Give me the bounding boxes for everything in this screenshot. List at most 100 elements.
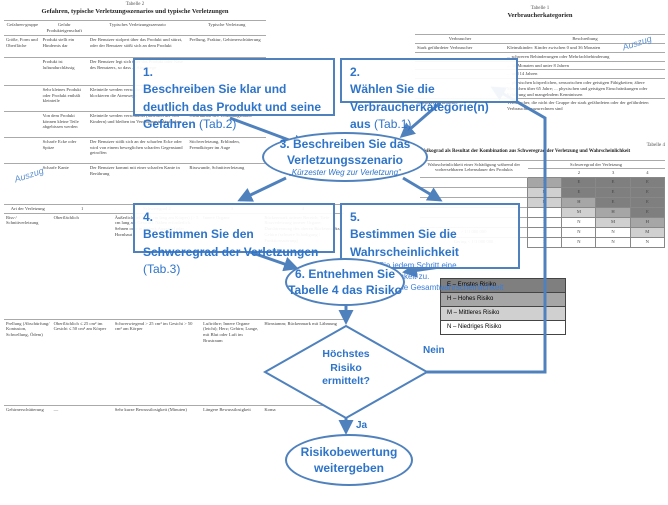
risk-cell: N xyxy=(527,206,563,218)
final-line-1: Risikobewertung xyxy=(300,444,398,459)
legend-medium-risk: M – Mittleres Risiko xyxy=(441,307,565,321)
table-cell: Oberflächlich xyxy=(51,212,113,320)
table-cell: Stichverletzung, Erblinden, Fremdkörper … xyxy=(187,136,266,164)
step-6-ellipse: 6. Entnehmen Sie Tabelle 4 das Risiko xyxy=(285,258,405,306)
table-cell: ... 36 Monaten und unter 8 Jahren xyxy=(505,60,665,70)
risk-cell: E xyxy=(561,186,597,198)
step-5-number: 5. xyxy=(350,210,361,224)
table-header-cell: Wahrscheinlichkeit einer Schädigung währ… xyxy=(420,159,528,178)
step-1-box: 1. Beschreiben Sie klar und deutlich das… xyxy=(133,58,335,131)
risk-cell: H xyxy=(595,206,631,218)
risk-cell: M xyxy=(595,216,631,228)
table-cell: Der Benutzer stolpert über das Produkt u… xyxy=(87,34,188,58)
step-5-text: Bestimmen Sie die Wahrscheinlichkeit xyxy=(350,227,459,259)
table2-title: Gefahren, typische Verletzungsszenarios … xyxy=(41,8,229,16)
decision-line-3: ermittelt? xyxy=(322,375,370,388)
decision-text: Höchstes Risiko ermittelt? xyxy=(296,348,396,389)
table-cell: Sehr kurze Bewusstlosigkeit (Minuten) xyxy=(112,404,202,414)
step-1-ref: (Tab.2) xyxy=(199,117,237,132)
risk-cell: E xyxy=(595,196,631,208)
risk-cell: M xyxy=(629,226,666,238)
table-header-cell: Verbraucher xyxy=(415,34,505,44)
table-cell: Prellung, Fraktur, Gehirnerschütterung xyxy=(187,34,266,58)
table-cell: Produkt ist luftundurchlässig xyxy=(40,56,88,86)
table1-title: Verbraucherkategorien xyxy=(507,12,573,20)
step-3-title: 3. Beschreiben Sie das Verletzungsszenar… xyxy=(279,136,411,167)
risk-cell: E xyxy=(595,176,631,188)
table-header-cell: Schweregrad der Verletzung xyxy=(527,159,665,169)
risk-cell: E xyxy=(629,176,666,188)
risk-cell: N xyxy=(527,226,563,238)
probability-cell xyxy=(420,176,528,188)
table-cell xyxy=(415,51,505,62)
table4-caption: Tabelle 4 xyxy=(646,143,665,148)
risk-cell: M xyxy=(527,186,563,198)
step-1-label: Beschreiben Sie klar und deutlich das Pr… xyxy=(143,82,322,132)
risk-cell: E xyxy=(629,186,666,198)
step-2-label: Wählen Sie die Verbraucherkategorie(n) a… xyxy=(350,82,489,132)
table-cell xyxy=(4,162,41,178)
risk-cell: H xyxy=(561,196,597,208)
severity-level: 3 xyxy=(595,168,631,178)
risk-cell: N xyxy=(561,226,597,238)
risk-cell: E xyxy=(629,206,666,218)
risk-cell: H xyxy=(527,176,563,188)
table-row: Stark gefährdeter Verbraucher Kleinstkin… xyxy=(415,43,665,53)
table-cell: Luftröhre; Innere Organe (leicht); Herz;… xyxy=(201,318,263,406)
table-cell: Kleinstkinder: Kinder zwischen 0 und 36 … xyxy=(505,43,665,53)
step-4-number: 4. xyxy=(143,210,154,224)
risk-cell: E xyxy=(629,196,666,208)
step-2-text: Wählen Sie die Verbraucherkategorie(n) a… xyxy=(350,81,508,133)
step-1-number: 1. xyxy=(143,65,154,79)
step-4-label: Bestimmen Sie den Schweregrad der Verlet… xyxy=(143,227,319,259)
decision-line-2: Risiko xyxy=(330,361,362,374)
risk-cell: H xyxy=(629,216,666,228)
risk-cell: N xyxy=(561,236,597,248)
table-header-row: Wahrscheinlichkeit einer Schädigung währ… xyxy=(420,159,665,178)
table-cell xyxy=(4,84,41,112)
step-2-ref: (Tab.1) xyxy=(374,117,412,132)
table-header-cell: Gefahren-gruppe xyxy=(4,20,41,36)
table-cell: Von dem Produkt können kleine Teile abge… xyxy=(40,110,88,138)
table-header-row: Verbraucher Beschreibung xyxy=(415,34,665,44)
step-2-box: 2. Wählen Sie die Verbraucherkategorie(n… xyxy=(340,58,518,131)
risk-cell: M xyxy=(527,196,563,208)
severity-level: 2 xyxy=(561,168,596,178)
risk-cell: N xyxy=(527,236,563,248)
table-header-cell: Typisches Verletzungsszenario xyxy=(87,20,188,36)
table-cell xyxy=(4,136,41,164)
severity-level: 1 xyxy=(527,168,562,178)
table-cell xyxy=(4,110,41,138)
table-cell: Stark gefährdeter Verbraucher xyxy=(415,43,505,53)
table-cell: ... und 14 Jahren xyxy=(505,69,665,79)
table-cell: Der Benutzer stößt sich an der scharfen … xyxy=(87,136,188,164)
table-cell: Größe, Form und Oberfläche xyxy=(4,34,41,58)
table4-title: Risikograd als Resultat der Kombination … xyxy=(420,149,631,155)
final-line-2: weitergeben xyxy=(313,461,385,475)
table1-caption: Tabelle 1 xyxy=(530,6,550,11)
step-4-box: 4. Bestimmen Sie den Schweregrad der Ver… xyxy=(133,203,335,276)
table-cell xyxy=(4,56,41,86)
step-6-line-2: Tabelle 4 das Risiko xyxy=(288,283,402,297)
table-cell: — xyxy=(51,404,113,414)
table-header-cell: Art der Verletzung xyxy=(4,204,52,214)
table-row: Scharfe Kante Der Benutzer kommt mit ein… xyxy=(4,162,266,178)
yes-label: Ja xyxy=(356,420,368,431)
table-cell: ... physischen körperlichen, sensorische… xyxy=(505,78,665,99)
table-cell: Der Benutzer kommt mit einer scharfen Ka… xyxy=(87,162,188,178)
table-cell: Verbraucher, die nicht der Gruppe der st… xyxy=(505,98,665,113)
table-cell: ... schweren Behinderungen oder Mehrfach… xyxy=(505,51,665,62)
table-cell: Gehirnerschütterung xyxy=(4,404,52,414)
table-cell: Oberflächlich ≤ 25 cm² im Gesicht ≤ 50 c… xyxy=(51,318,113,406)
risk-cell: N xyxy=(595,236,631,248)
table-cell: Koma xyxy=(262,404,344,414)
table-cell: Scharfe Kante xyxy=(40,162,88,178)
table-header-cell: Typische Verletzung xyxy=(187,20,266,36)
step-2-number: 2. xyxy=(350,65,361,79)
legend-low-risk: N – Niedriges Risiko xyxy=(441,321,565,334)
table-cell: Risswunde, Schnittverletzung xyxy=(187,162,266,178)
risk-cell: E xyxy=(595,186,631,198)
table-row: ... schweren Behinderungen oder Mehrfach… xyxy=(415,51,665,62)
